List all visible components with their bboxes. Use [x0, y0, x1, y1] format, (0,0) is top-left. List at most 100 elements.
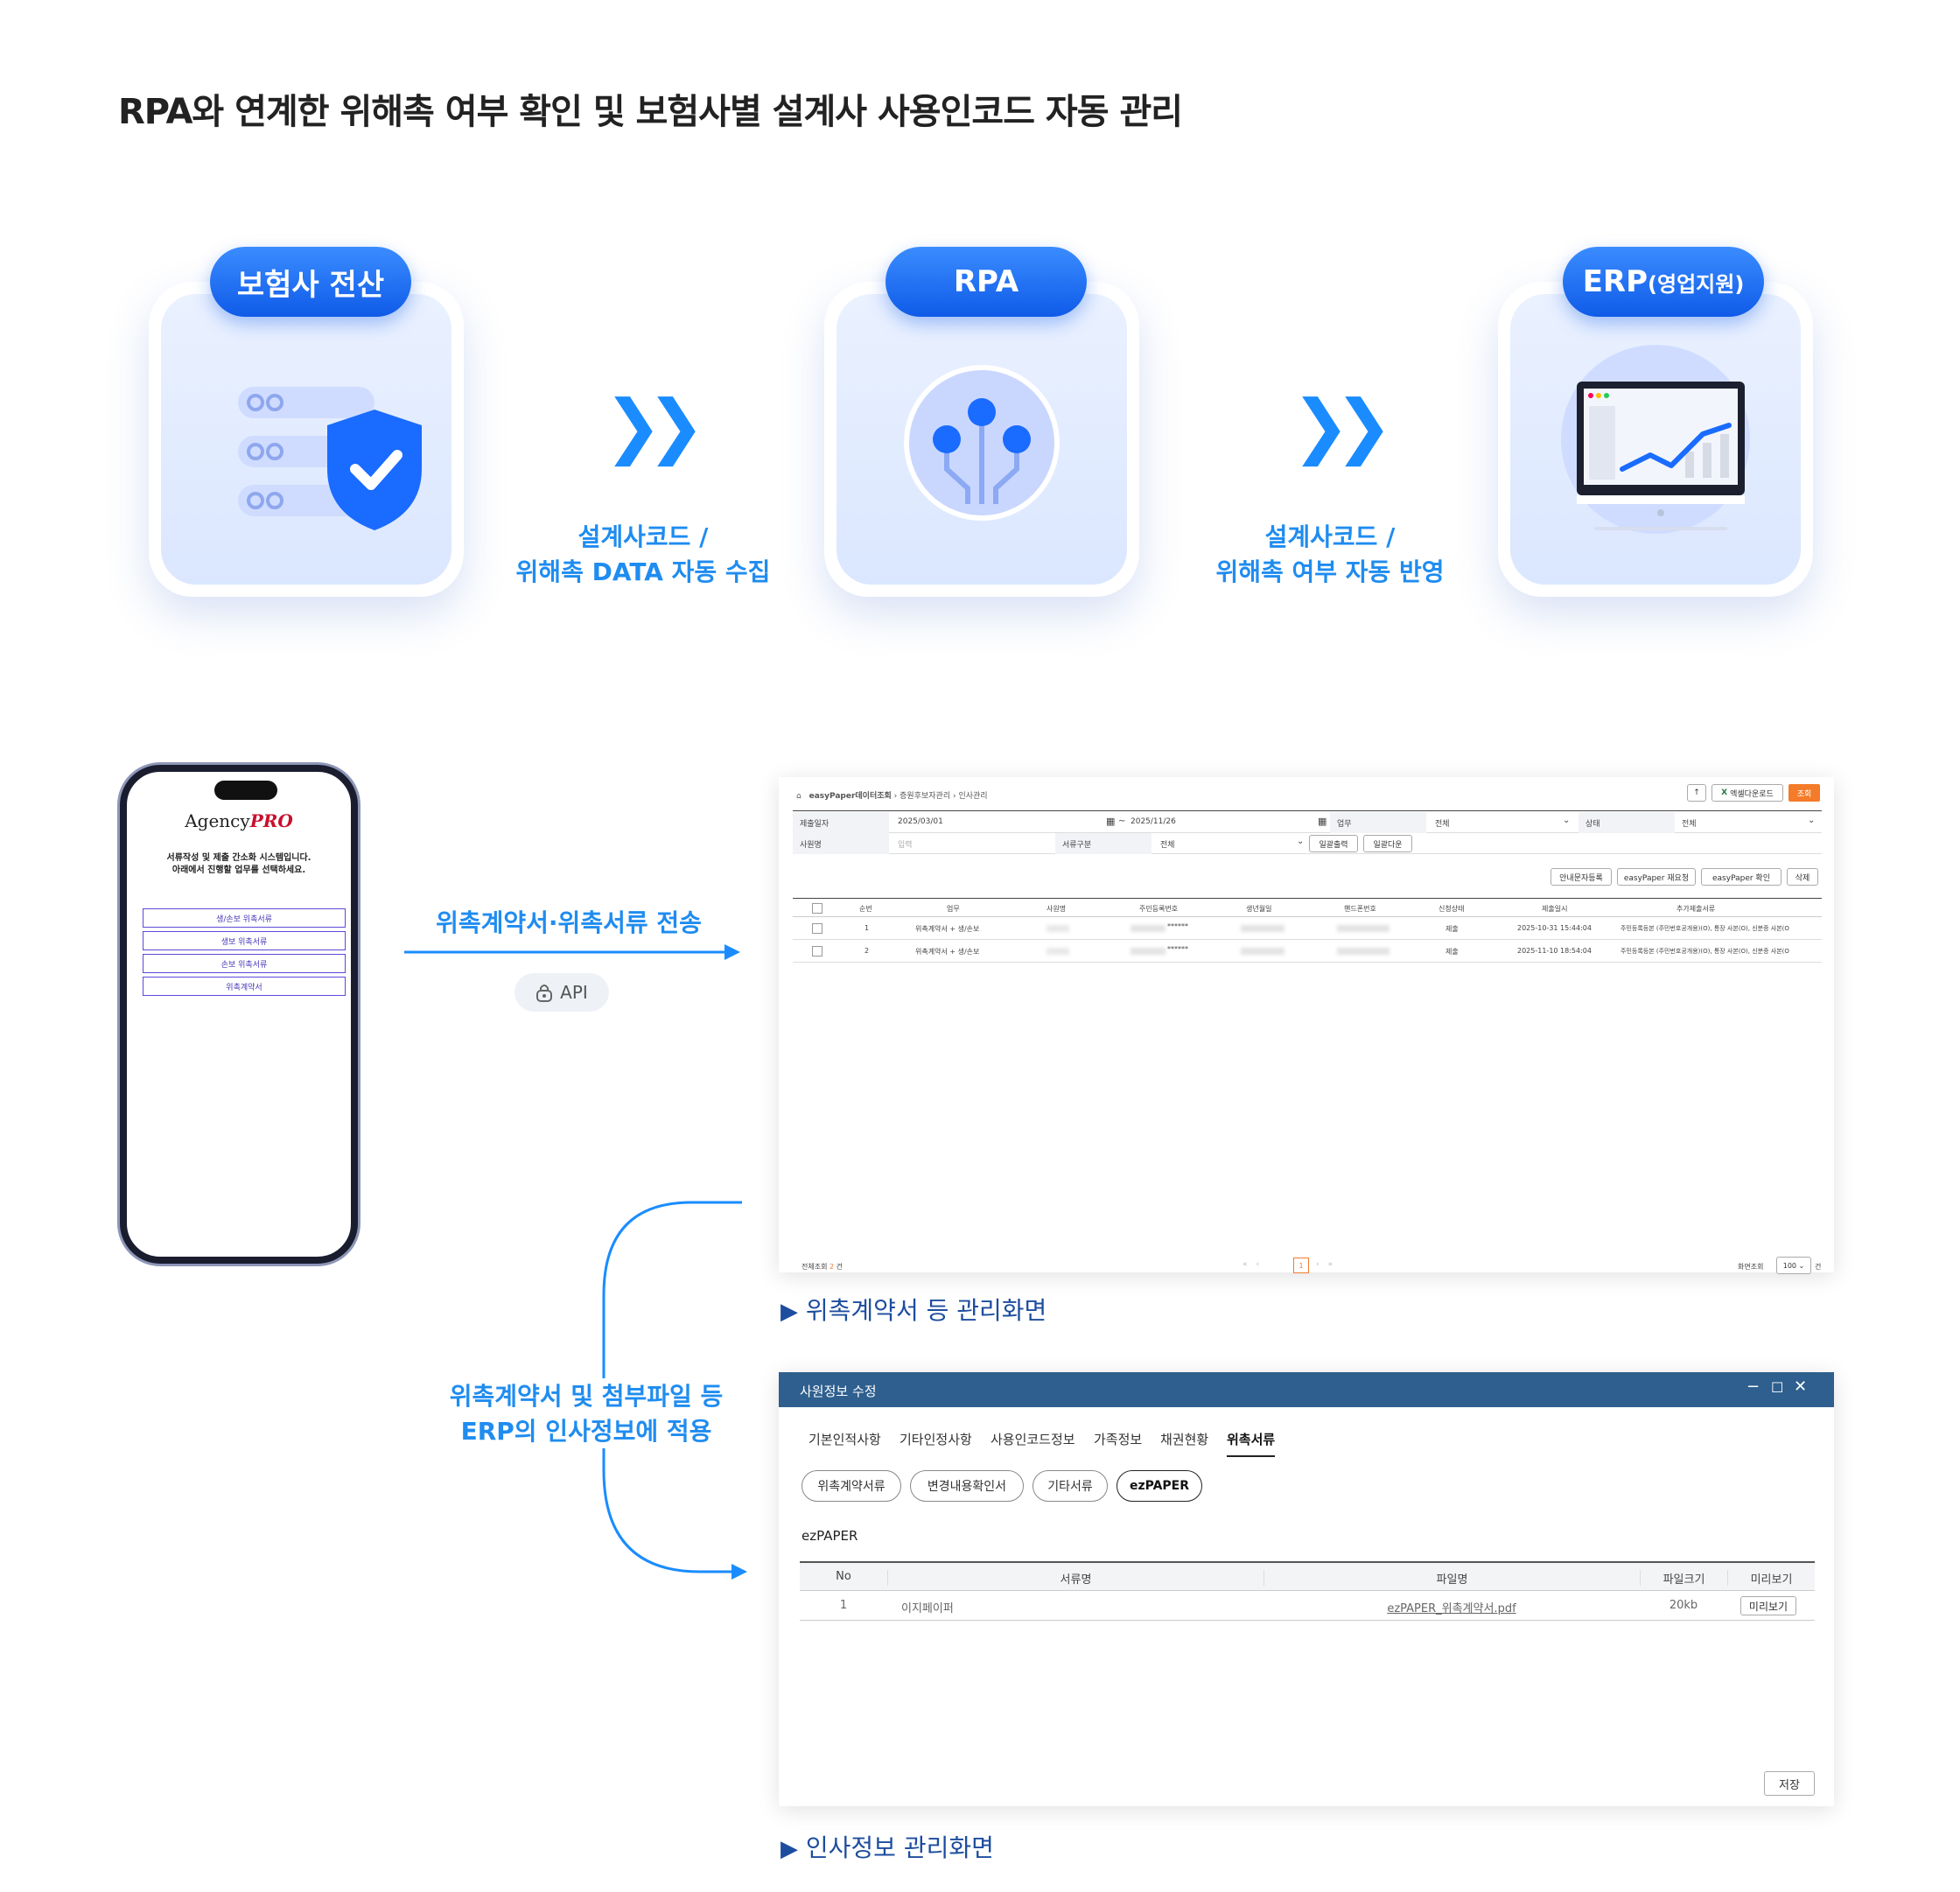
monitor-chart-icon [1561, 345, 1750, 534]
page-current[interactable]: 1 [1293, 1258, 1309, 1273]
stage-rpa [824, 282, 1139, 597]
save-button[interactable]: 저장 [1764, 1771, 1815, 1796]
col-header: 생년월일 [1246, 905, 1272, 913]
upload-icon[interactable]: ↑ [1687, 784, 1706, 802]
chevron-right-icon: ❯❯ [1292, 385, 1393, 466]
per-page-label: 화면조회 [1738, 1263, 1764, 1271]
phone-btn-nonlife[interactable]: 손보 위촉서류 [143, 954, 346, 973]
col-header: 사원명 [1046, 905, 1067, 913]
chip-change[interactable]: 변경내용확인서 [910, 1470, 1024, 1502]
filter-row-2: 사원명 입력 서류구분 전체 ⌄ 일괄출력 일괄다운 [793, 833, 1822, 854]
row-checkbox[interactable] [812, 923, 822, 934]
phone-notch [214, 781, 277, 800]
doc-type-select[interactable]: 전체 [1160, 841, 1175, 850]
calendar-icon[interactable]: ▦ [1106, 816, 1116, 827]
cell-size: 20kb [1669, 1599, 1698, 1612]
api-badge: API [514, 973, 609, 1012]
chip-other[interactable]: 기타서류 [1032, 1470, 1108, 1502]
page-title: RPA와 연계한 위해촉 여부 확인 및 보험사별 설계사 사용인코드 자동 관… [118, 92, 1183, 132]
chip-ezpaper[interactable]: ezPAPER [1116, 1470, 1202, 1502]
maximize-icon[interactable]: ☐ [1771, 1379, 1784, 1396]
date-from-input[interactable]: 2025/03/01 [898, 817, 943, 826]
per-page-select[interactable]: 100 ⌄ [1776, 1257, 1811, 1274]
bulk-download-button[interactable]: 일괄다운 [1363, 835, 1412, 852]
tab-other[interactable]: 기타인정사항 [900, 1432, 972, 1447]
tab-bond[interactable]: 채권현황 [1160, 1432, 1209, 1447]
file-link[interactable]: ezPAPER_위촉계약서.pdf [1387, 1602, 1516, 1615]
col-header: 파일크기 [1640, 1570, 1727, 1587]
blurred-cell [1337, 948, 1390, 955]
col-header: 신청상태 [1438, 905, 1465, 913]
biz-select[interactable]: 전체 [1435, 820, 1450, 829]
triangle-right-icon: ▶ [780, 1299, 798, 1325]
phone-description: 서류작성 및 제출 간소화 시스템입니다.아래에서 진행할 업무를 선택하세요. [166, 853, 312, 875]
date-to-input[interactable]: 2025/11/26 [1130, 817, 1176, 826]
delete-button[interactable]: 삭제 [1787, 868, 1818, 886]
phone-btn-life[interactable]: 생보 위촉서류 [143, 931, 346, 950]
phone-btn-contract[interactable]: 위촉계약서 [143, 977, 346, 996]
bulk-print-button[interactable]: 일괄출력 [1309, 835, 1358, 852]
col-header: 서류명 [887, 1570, 1264, 1587]
triangle-right-icon: ▶ [780, 1836, 798, 1862]
col-header: 미리보기 [1727, 1570, 1815, 1587]
hr-modal: 사원정보 수정 − ☐ ✕ 기본인적사항 기타인정사항 사용인코드정보 가족정보… [779, 1372, 1834, 1806]
per-page-unit: 건 [1815, 1263, 1822, 1271]
cell-doc: 이지페이퍼 [901, 1602, 954, 1615]
tab-family[interactable]: 가족정보 [1094, 1432, 1143, 1447]
cell-date: 2025-11-10 18:54:04 [1517, 947, 1592, 955]
modal-title: 사원정보 수정 [800, 1384, 877, 1399]
table-row[interactable]: 2 위촉계약서 + 생/손보 ****** 제출 2025-11-10 18:5… [793, 940, 1822, 963]
apply-text-bg [438, 1378, 735, 1448]
chevron-down-icon[interactable]: ⌄ [1563, 816, 1571, 825]
tab-code[interactable]: 사용인코드정보 [990, 1432, 1075, 1447]
search-button[interactable]: 조회 [1788, 784, 1820, 802]
table-row[interactable]: 1 위촉계약서 + 생/손보 ****** 제출 2025-10-31 15:4… [793, 917, 1822, 940]
date-label: 제출일자 [793, 812, 889, 833]
easypaper-confirm-button[interactable]: easyPaper 확인 [1701, 868, 1782, 886]
select-all-checkbox[interactable] [812, 903, 822, 914]
notice-sms-button[interactable]: 안내문자등록 [1550, 868, 1612, 886]
range-separator: ~ [1118, 816, 1126, 826]
transfer-text: 위촉계약서·위촉서류 전송 [436, 908, 702, 937]
col-header: 업무 [947, 905, 960, 913]
cell-date: 2025-10-31 15:44:04 [1517, 924, 1592, 932]
preview-button[interactable]: 미리보기 [1740, 1596, 1796, 1615]
stage-insurer-label: 보험사 전산 [210, 247, 411, 317]
row-checkbox[interactable] [812, 946, 822, 957]
chip-contract[interactable]: 위촉계약서류 [802, 1470, 901, 1502]
calendar-icon[interactable]: ▦ [1318, 816, 1327, 827]
cell-no: 1 [864, 924, 870, 932]
pager-next-icons[interactable]: ›» [1316, 1260, 1342, 1269]
name-label: 사원명 [793, 833, 889, 854]
cell-docs: 주민등록등본 (주민번호공개용)(O), 통장 사본(O), 신분증 사본(O [1620, 925, 1789, 932]
chevron-down-icon[interactable]: ⌄ [1808, 816, 1816, 825]
blurred-cell [1130, 925, 1166, 932]
close-icon[interactable]: ✕ [1794, 1377, 1808, 1396]
cell-status: 제출 [1446, 925, 1459, 933]
hr-caption: ▶ 인사정보 관리화면 [780, 1833, 994, 1862]
minimize-icon[interactable]: − [1746, 1377, 1760, 1396]
agencypro-logo: AgencyPRO [185, 810, 293, 831]
stage-rpa-label: RPA [886, 247, 1087, 317]
col-header: 핸드폰번호 [1344, 905, 1376, 913]
easypaper-rerequest-button[interactable]: easyPaper 재요청 [1617, 868, 1696, 886]
list-table-header: 순번 업무 사원명 주민등록번호 생년월일 핸드폰번호 신청상태 제출일시 추가… [793, 898, 1822, 917]
status-select[interactable]: 전체 [1682, 820, 1697, 829]
home-icon[interactable]: ⌂ [796, 792, 802, 801]
chevron-down-icon[interactable]: ⌄ [1297, 837, 1305, 846]
biz-label: 업무 [1330, 812, 1426, 833]
cell-biz: 위촉계약서 + 생/손보 [915, 925, 980, 933]
cell-rrn: ****** [1167, 945, 1188, 953]
tab-contract-docs[interactable]: 위촉서류 [1227, 1430, 1276, 1457]
pager-prev-icons[interactable]: «‹ [1242, 1260, 1269, 1269]
phone-mockup: AgencyPRO 서류작성 및 제출 간소화 시스템입니다.아래에서 진행할 … [120, 765, 358, 1264]
lock-icon [536, 985, 553, 1002]
tab-basic[interactable]: 기본인적사항 [808, 1432, 881, 1447]
name-input[interactable]: 입력 [898, 841, 913, 850]
doc-type-label: 서류구분 [1055, 833, 1152, 854]
phone-btn-life-nonlife[interactable]: 생/손보 위촉서류 [143, 908, 346, 928]
hr-table-header: No 서류명 파일명 파일크기 미리보기 [800, 1561, 1815, 1591]
